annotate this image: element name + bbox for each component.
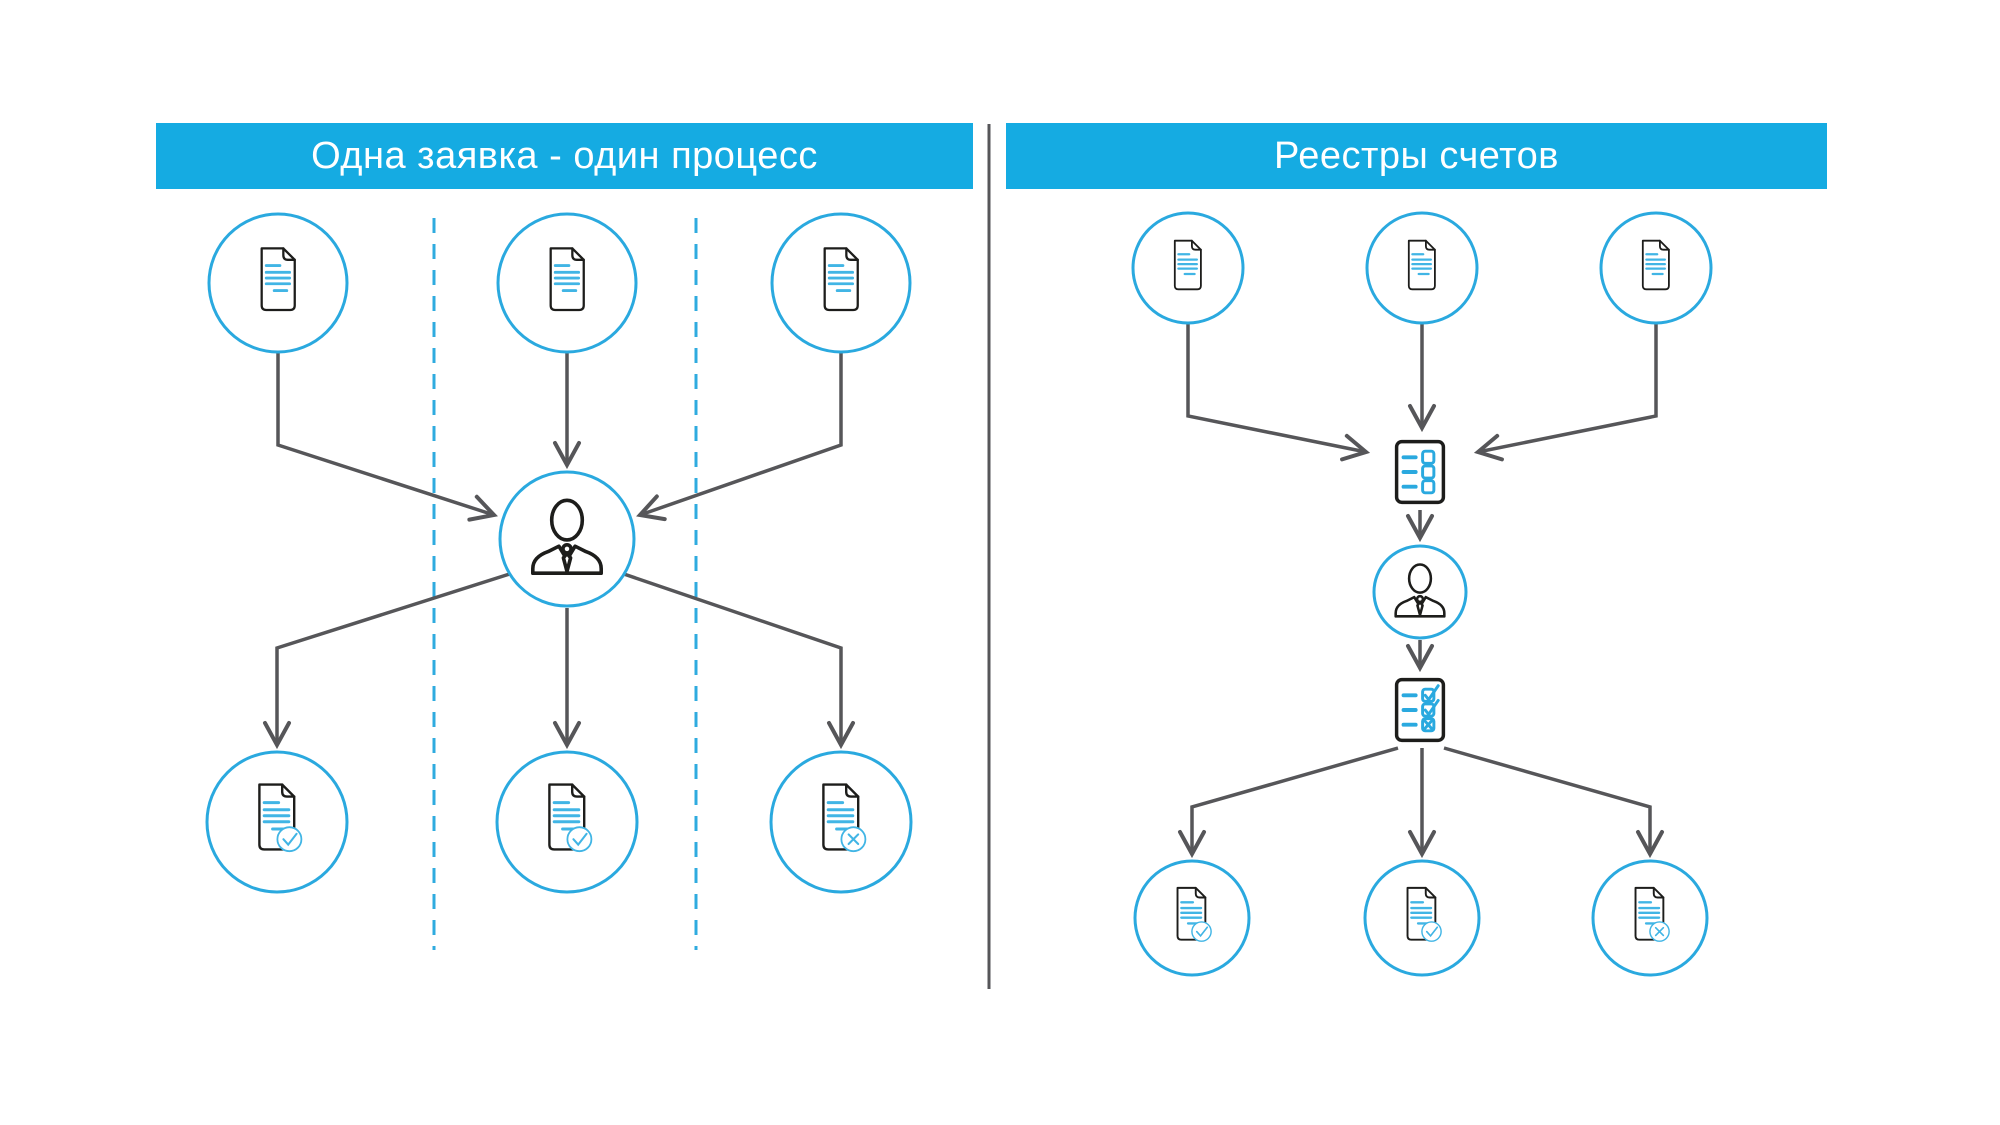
left-panel-header: Одна заявка - один процесс xyxy=(156,123,973,189)
right-panel-title: Реестры счетов xyxy=(1274,134,1559,177)
node-document-approved xyxy=(1133,859,1251,977)
flow-arrow xyxy=(617,570,855,750)
node-document xyxy=(1131,211,1245,325)
flow-arrow xyxy=(1473,323,1658,462)
document-icon xyxy=(823,246,860,312)
document-icon xyxy=(1641,239,1671,291)
node-document-rejected xyxy=(1591,859,1709,977)
left-panel-title: Одна заявка - один процесс xyxy=(311,134,818,177)
flow-arrow xyxy=(636,353,843,522)
flow-arrow xyxy=(1178,746,1399,859)
document-icon xyxy=(260,246,297,312)
registry-reviewed-icon xyxy=(1397,680,1444,741)
document-icon xyxy=(1407,239,1437,291)
flow-arrow xyxy=(263,570,517,750)
node-document xyxy=(770,212,912,354)
document-icon xyxy=(549,246,586,312)
left-panel-diagram xyxy=(205,212,913,950)
document-icon xyxy=(1173,239,1203,291)
flow-arrow xyxy=(276,353,498,522)
node-document-approved xyxy=(1363,859,1481,977)
right-panel-diagram xyxy=(1131,211,1713,977)
node-document-rejected xyxy=(769,750,913,894)
node-document-approved xyxy=(205,750,349,894)
flow-arrow xyxy=(1443,746,1664,859)
node-person xyxy=(1372,544,1468,640)
registry-list-icon xyxy=(1397,442,1444,503)
node-document xyxy=(207,212,349,354)
flow-arrow xyxy=(1186,323,1371,462)
right-panel-header: Реестры счетов xyxy=(1006,123,1827,189)
node-document-approved xyxy=(495,750,639,894)
node-person xyxy=(498,470,636,608)
node-document xyxy=(496,212,638,354)
node-document xyxy=(1365,211,1479,325)
node-document xyxy=(1599,211,1713,325)
